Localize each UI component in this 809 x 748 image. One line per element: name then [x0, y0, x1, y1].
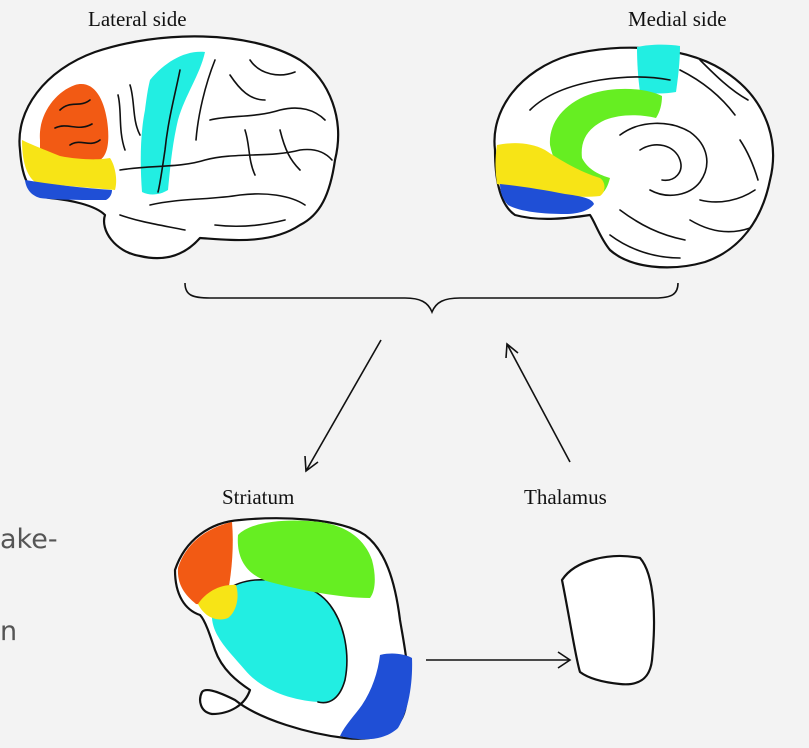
- thalamus-outline: [562, 556, 654, 684]
- arrow-striatum-to-thalamus: [426, 652, 570, 668]
- medial-brain: [494, 45, 773, 268]
- arrow-thalamus-to-cortex: [506, 344, 570, 462]
- medial-cyan-region: [637, 45, 680, 94]
- lateral-side-label: Lateral side: [88, 7, 187, 31]
- cortex-brace: [185, 283, 678, 312]
- lateral-brain: [19, 36, 338, 258]
- striatum: [175, 518, 412, 739]
- medial-side-label: Medial side: [628, 7, 727, 31]
- striatum-label: Striatum: [222, 485, 294, 509]
- cropped-text-fragment: n: [0, 616, 17, 647]
- arrow-cortex-to-striatum: [305, 340, 381, 471]
- cropped-text-fragment: ake-: [0, 524, 58, 555]
- thalamus-label: Thalamus: [524, 485, 607, 509]
